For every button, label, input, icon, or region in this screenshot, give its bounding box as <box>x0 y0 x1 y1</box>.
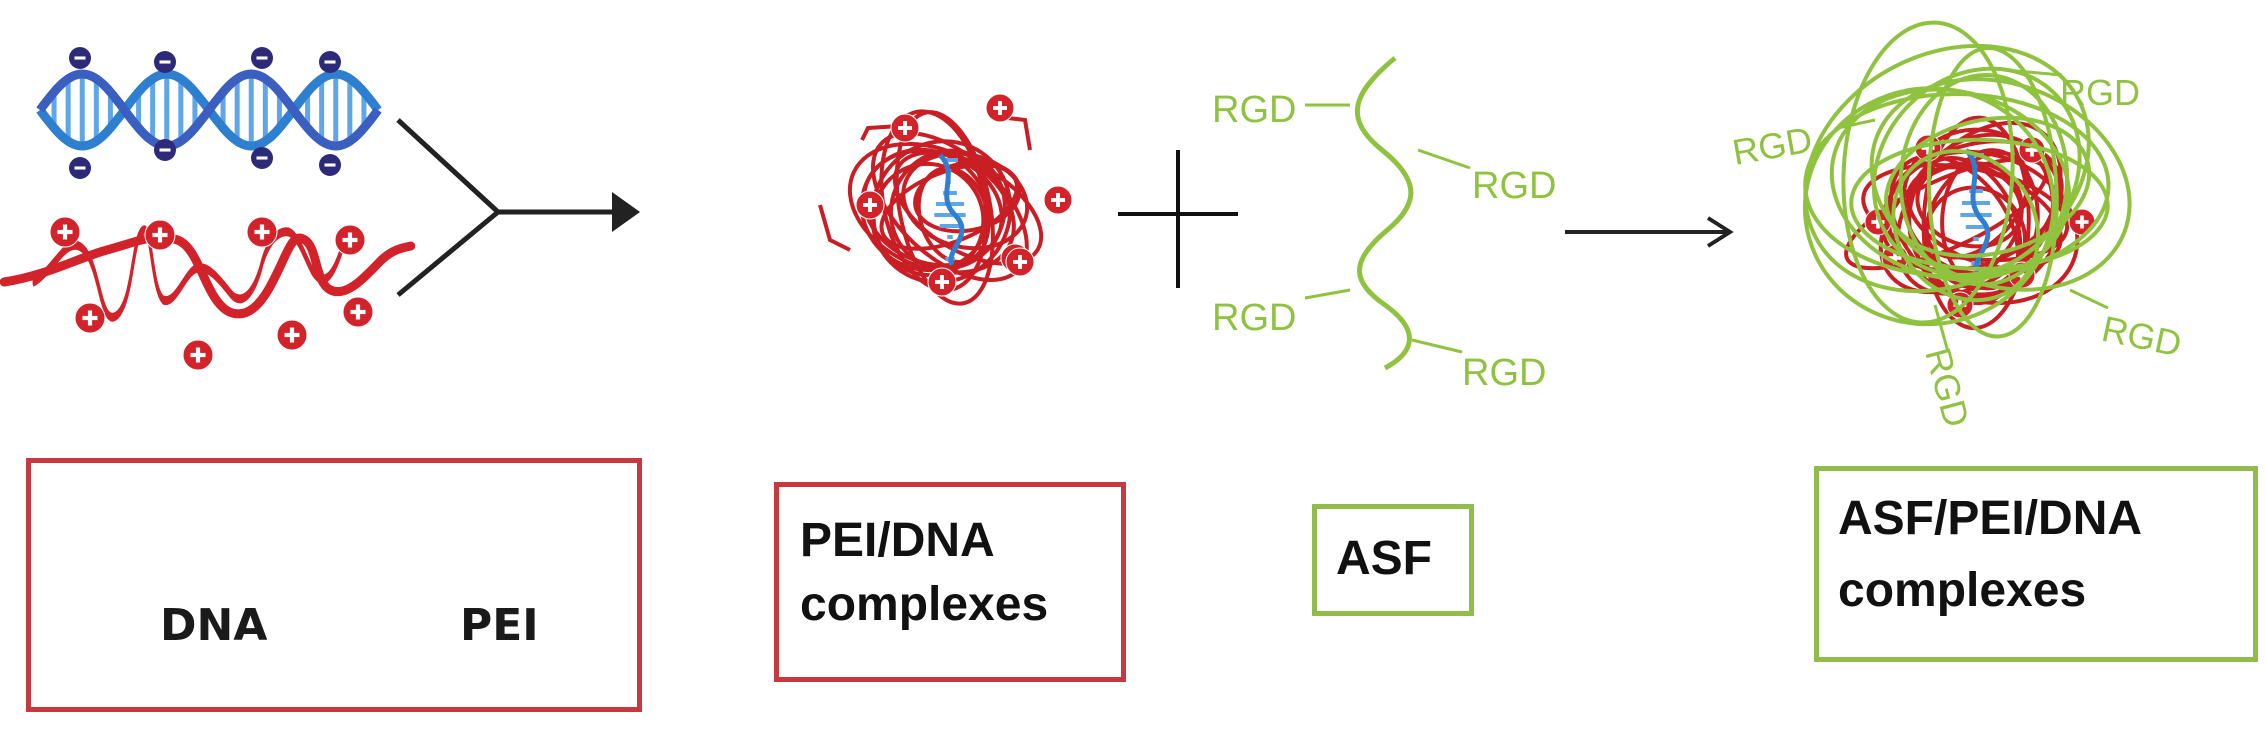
reaction-arrow <box>1565 216 1734 248</box>
positive-charge-icon <box>144 219 176 251</box>
complex-positive-charges <box>855 93 1073 297</box>
pei-scribble <box>818 109 1044 306</box>
polymer-coil <box>1926 45 2059 339</box>
positive-charge-icon <box>927 267 957 297</box>
legend-pei-label: PEI <box>460 600 539 651</box>
polymer-tail <box>1007 116 1032 151</box>
rgd-label: RGD <box>2060 72 2140 113</box>
rgd-label: RGD <box>2098 308 2185 365</box>
rgd-linker <box>1304 288 1351 300</box>
rgd-label: RGD <box>1462 352 1546 394</box>
dna-strand-group <box>36 69 382 151</box>
positive-charge-icon <box>1043 185 1073 215</box>
asf-backbone <box>1354 56 1414 371</box>
positive-charge-icon <box>1005 247 1035 277</box>
pei-polymer-wave <box>0 232 416 319</box>
rgd-label: RGD <box>1917 343 1977 431</box>
negative-charge-icon <box>251 147 273 169</box>
positive-charges <box>49 216 374 371</box>
asf-molecule: RGD RGD RGD RGD <box>1212 56 1556 394</box>
asf-label-box <box>1312 504 1474 616</box>
dna-backbone <box>36 69 382 151</box>
rgd-linkers <box>1837 68 2109 353</box>
pei-dna-label-line1: PEI/DNA <box>800 514 995 567</box>
legend-dna-label: DNA <box>160 600 268 651</box>
rgd-label: RGD <box>1729 119 1815 173</box>
pei-dna-complex <box>818 93 1073 306</box>
asf-pei-dna-label-line2: complexes <box>1838 564 2087 617</box>
dna-backbone <box>938 153 965 267</box>
pei-dna-label-line2: complexes <box>800 578 1049 631</box>
asf-scribble <box>1802 20 2132 339</box>
negative-charge-icon <box>69 157 91 179</box>
positive-charge-icon <box>74 302 106 334</box>
negative-charge-icon <box>251 47 273 69</box>
positive-charge-icon <box>890 113 920 143</box>
asf-pei-dna-complex: RGD RGD RGD RGD <box>1729 20 2185 431</box>
negative-charge-icon <box>69 47 91 69</box>
positive-charge-icon <box>334 224 366 256</box>
polymer-tail <box>818 204 851 252</box>
positive-charge-icon <box>342 296 374 328</box>
rgd-label: RGD <box>1212 89 1296 131</box>
dna-double-helix <box>36 69 382 151</box>
positive-charge-icon <box>182 339 214 371</box>
positive-charge-icon <box>985 93 1015 123</box>
pei-dna-label-box <box>774 482 1126 682</box>
asf-label: ASF <box>1336 532 1432 585</box>
complex-dna-core <box>934 153 966 267</box>
rgd-linker <box>1411 338 1463 354</box>
positive-charge-icon <box>855 190 885 220</box>
polymer-coil <box>1871 66 2082 277</box>
polymer-coil <box>1802 86 2056 327</box>
polymer-coil <box>1849 137 2110 271</box>
negative-charge-icon <box>154 139 176 161</box>
rgd-label: RGD <box>1212 297 1296 339</box>
pei-polymer-chain <box>32 225 344 322</box>
rgd-linker <box>1417 148 1471 170</box>
negative-charge-icon <box>319 154 341 176</box>
negative-charges <box>69 47 341 179</box>
positive-charge-icon <box>49 216 81 248</box>
negative-charge-icon <box>154 51 176 73</box>
polymer-coil <box>869 139 1013 285</box>
asf-pei-dna-label-box <box>1814 466 2258 662</box>
positive-charge-icon <box>276 319 308 351</box>
polymer-tail <box>860 124 901 141</box>
merge-arrow <box>396 118 640 297</box>
legend-box <box>26 458 642 712</box>
plus-sign <box>1118 150 1238 288</box>
polymer-coil <box>1884 115 2092 258</box>
negative-charge-icon <box>319 51 341 73</box>
polymer-coil <box>1898 73 2070 287</box>
rgd-label: RGD <box>1472 165 1556 207</box>
positive-charge-icon <box>246 216 278 248</box>
asf-pei-dna-label-line1: ASF/PEI/DNA <box>1838 492 2143 545</box>
polymer-coil <box>847 141 1016 275</box>
